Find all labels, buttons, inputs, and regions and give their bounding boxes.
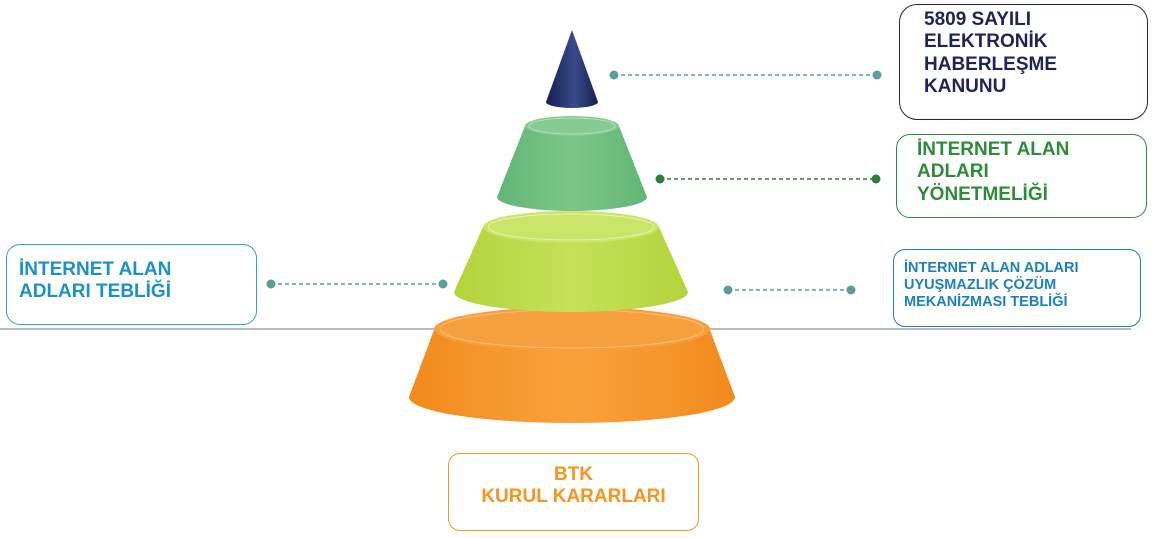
tier-yonetmelik [497,116,647,211]
label-uyusmazlik: İNTERNET ALAN ADLARI UYUŞMAZLIK ÇÖZÜM ME… [893,249,1141,327]
label-teblig-line-1: İNTERNET ALAN [19,259,172,280]
tier-btk [409,307,735,423]
label-uyusmazlik-line-1: İNTERNET ALAN ADLARI [904,260,1079,276]
connector-yonetmelik [655,174,881,184]
label-btk: BTK KURUL KARARLARI [448,453,699,531]
label-btk-line-1: BTK [553,464,594,485]
connector-uyusmazlik [723,285,856,295]
label-yonetmelik-line-2: ADLARI [917,161,989,183]
label-uyusmazlik-line-2: UYUŞMAZLIK ÇÖZÜM [904,277,1057,294]
label-yonetmelik-line-3: YÖNETMELİĞİ [917,183,1048,205]
connector-teblig [266,279,448,289]
label-teblig-line-2: ADLARI TEBLİĞİ [19,281,171,303]
label-btk-line-2: KURUL KARARLARI [481,486,666,508]
label-teblig: İNTERNET ALAN ADLARI TEBLİĞİ [6,244,257,325]
tier-kanun [546,30,598,108]
label-kanun: 5809 SAYILI ELEKTRONİK HABERLEŞME KANUNU [899,4,1148,120]
connector-kanun [609,70,882,80]
label-yonetmelik-line-1: İNTERNET ALAN [917,139,1070,160]
tier-teblig [454,211,688,312]
label-yonetmelik: İNTERNET ALAN ADLARI YÖNETMELİĞİ [896,134,1147,218]
label-kanun-line-3: HABERLEŞME [924,53,1058,75]
label-kanun-line-4: KANUNU [924,76,1007,98]
label-kanun-line-1: 5809 SAYILI [924,9,1032,30]
label-uyusmazlik-line-3: MEKANİZMASI TEBLİĞİ [904,294,1068,311]
label-kanun-line-2: ELEKTRONİK [924,31,1048,53]
